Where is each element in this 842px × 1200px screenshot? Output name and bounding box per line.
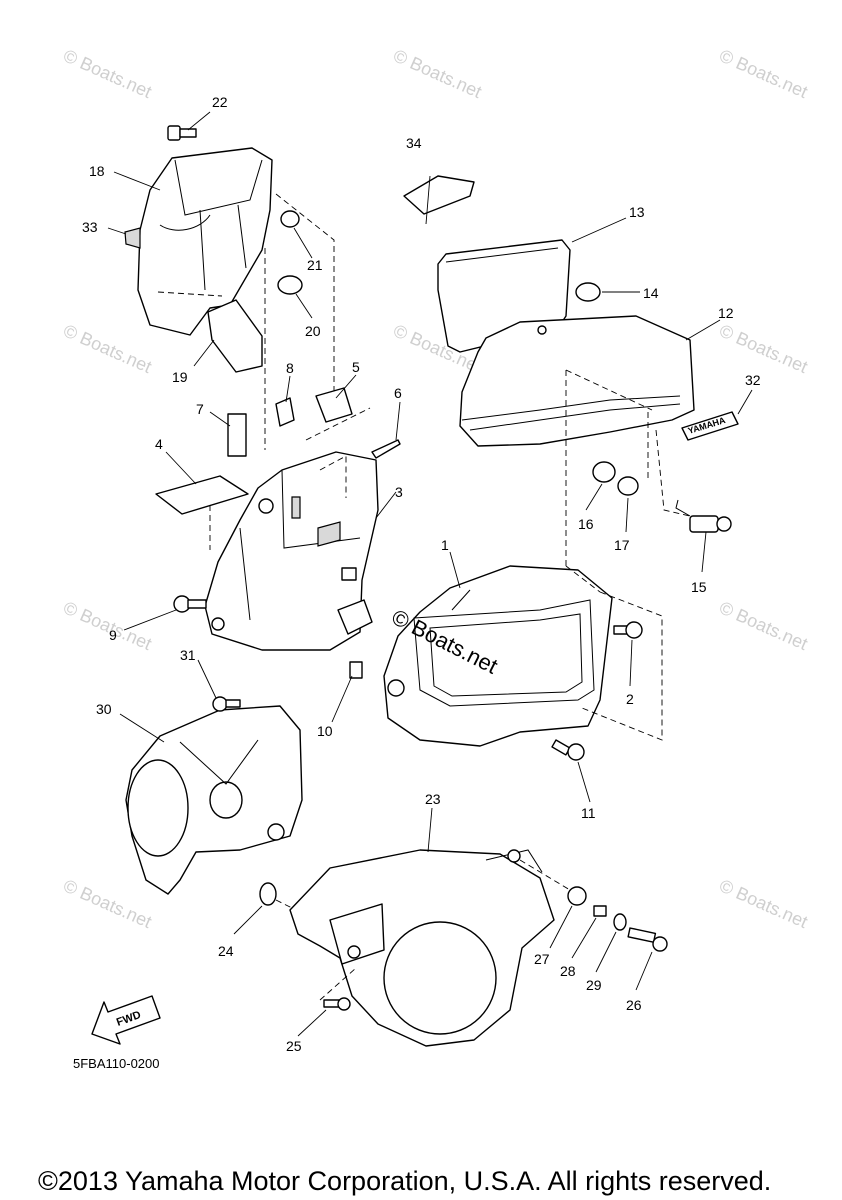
part-27-grommet [567,886,587,906]
callout-5: 5 [352,359,360,375]
callout-19: 19 [172,369,188,385]
part-29-washer [613,913,627,931]
callout-28: 28 [560,963,576,979]
part-15-fastener [675,499,732,533]
copyright-notice: ©2013 Yamaha Motor Corporation, U.S.A. A… [38,1166,772,1196]
part-5-bracket [315,387,353,423]
part-11-bolt [551,739,585,761]
part-20-grommet [277,275,303,295]
watermark: © Boats.net [60,875,154,932]
callout-20: 20 [305,323,321,339]
callout-31: 31 [180,647,196,663]
part-9-bolt [173,595,207,613]
callout-32: 32 [745,372,761,388]
part-2-bolt [613,621,643,639]
part-25-screw [323,997,351,1011]
callout-14: 14 [643,285,659,301]
part-26-bolt [627,927,668,952]
part-14-grommet [575,282,601,302]
part-18-side-cover [137,147,273,336]
callout-15: 15 [691,579,707,595]
part-1-cover [383,565,613,747]
callout-6: 6 [394,385,402,401]
part-3-battery-box [204,451,379,651]
callout-26: 26 [626,997,642,1013]
callout-24: 24 [218,943,234,959]
callout-labels: 1 2 3 4 5 6 7 8 9 10 11 12 13 14 15 16 1… [82,94,761,1054]
part-34-pad [403,175,475,215]
part-7-pad [227,413,247,457]
part-31-bolt [212,696,241,712]
part-8-clip [275,397,295,427]
callout-33: 33 [82,219,98,235]
part-32-decal: YAMAHA [681,411,739,441]
callout-17: 17 [614,537,630,553]
diagram-code: 5FBA110-0200 [73,1056,160,1071]
callout-12: 12 [718,305,734,321]
callout-27: 27 [534,951,550,967]
callout-23: 23 [425,791,441,807]
callout-1: 1 [441,537,449,553]
part-21-grommet [280,210,300,228]
callout-29: 29 [586,977,602,993]
watermark: © Boats.net [60,45,154,102]
watermark: © Boats.net [716,875,810,932]
callout-7: 7 [196,401,204,417]
callout-2: 2 [626,691,634,707]
callout-25: 25 [286,1038,302,1054]
leader-lines [107,111,753,1037]
callout-13: 13 [629,204,645,220]
callout-9: 9 [109,627,117,643]
fwd-arrow-icon: FWD [91,995,161,1045]
callout-21: 21 [307,257,323,273]
callout-10: 10 [317,723,333,739]
callout-22: 22 [212,94,228,110]
callout-34: 34 [406,135,422,151]
part-30-cover [125,705,303,895]
callout-30: 30 [96,701,112,717]
part-17-grommet [617,476,639,496]
watermark: © Boats.net [60,320,154,377]
part-6-pin [371,439,401,459]
part-33-decal [124,227,141,249]
watermark: © Boats.net [60,597,154,654]
watermark: © Boats.net [716,597,810,654]
part-22-bolt [167,125,197,141]
part-19-pad [207,299,263,373]
part-16-grommet [592,461,616,483]
watermark: © Boats.net [716,45,810,102]
callout-18: 18 [89,163,105,179]
part-12-side-cover [459,315,695,447]
callout-3: 3 [395,484,403,500]
callout-16: 16 [578,516,594,532]
watermark: © Boats.net [390,45,484,102]
watermark: © Boats.net [716,320,810,377]
part-10-clip [349,661,363,679]
part-24-cap [259,882,277,906]
callout-4: 4 [155,436,163,452]
part-23-air-duct [289,849,555,1047]
callout-8: 8 [286,360,294,376]
callout-11: 11 [581,805,596,821]
part-4-pad [155,475,249,515]
part-28-collar [593,905,607,917]
